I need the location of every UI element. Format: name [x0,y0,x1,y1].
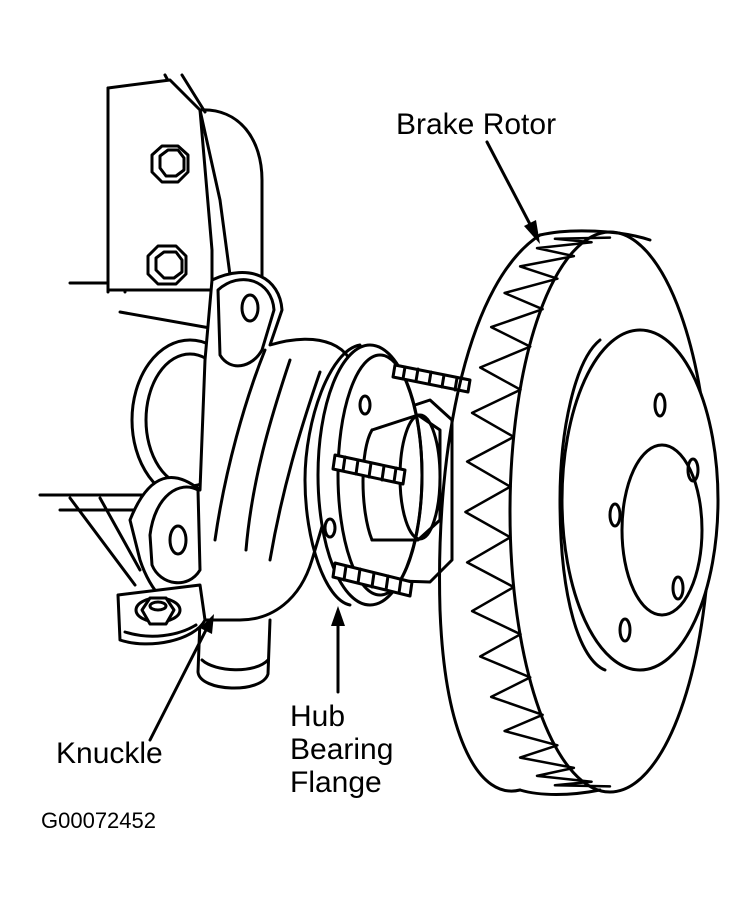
wheel-stud-top [391,363,472,394]
brake-rotor [438,229,720,796]
wheel-stud-middle [331,453,407,486]
label-hub-line2: Bearing [290,733,394,766]
strut-bracket [106,78,264,316]
label-hub-line1: Hub [290,700,346,733]
strut-bolt-upper [150,144,190,184]
knuckle-body [116,270,357,690]
figure-id: G00072452 [41,808,156,833]
label-brake-rotor: Brake Rotor [396,108,557,141]
leader-hub-bearing-flange [331,606,345,694]
wheel-stud-bottom [331,561,414,598]
strut-bolt-lower [146,244,188,286]
leader-knuckle [148,614,214,742]
label-knuckle: Knuckle [56,737,163,770]
label-hub-bearing-flange: Hub Bearing Flange [290,700,393,799]
wheel-studs [331,363,472,598]
leader-brake-rotor [485,140,540,244]
label-hub-line3: Flange [290,766,382,799]
